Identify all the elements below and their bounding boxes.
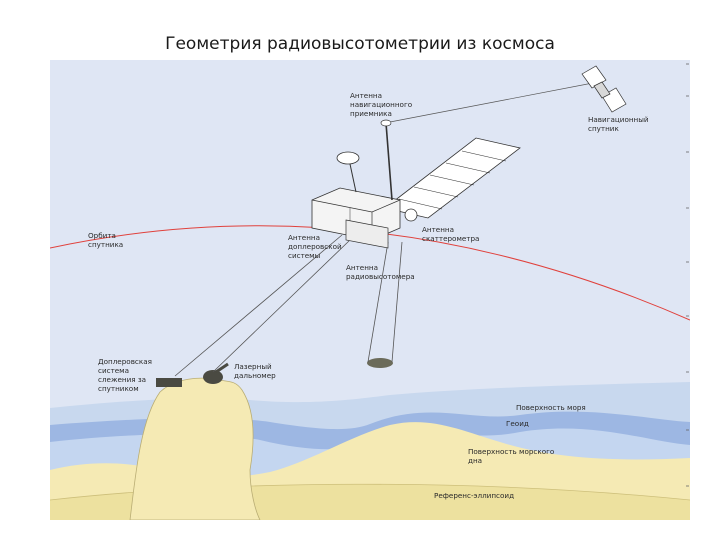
altimeter-footprint (367, 358, 393, 368)
laser-rangefinder (203, 370, 223, 384)
doppler-beam (174, 234, 343, 377)
altimeter-beam-right (391, 241, 403, 363)
label-nav-satellite: Навигационный спутник (588, 115, 651, 133)
label-geoid: Геоид (506, 419, 529, 428)
label-altimeter-antenna: Антенна радиовысотомера (346, 263, 415, 281)
dish-antenna (336, 151, 360, 165)
label-sea-floor: Поверхность морского дна (468, 447, 557, 465)
navigation-satellite (581, 65, 627, 113)
label-scatterometer-antenna: Антенна скаттерометра (422, 225, 479, 243)
doppler-station (156, 378, 182, 387)
slide-title: Геометрия радиовысотометрии из космоса (165, 34, 555, 54)
altimetry-satellite (311, 119, 521, 249)
altimeter-beam-left (367, 241, 389, 363)
diagram-canvas: Антенна навигационного приемника Навигац… (50, 60, 690, 520)
label-doppler-tracking-system: Доплеровская система слежения за спутник… (98, 357, 154, 393)
label-reference-ellipsoid: Референс-эллипсоид (434, 491, 514, 500)
nav-sat-body (593, 81, 611, 99)
nav-receiver-antenna (380, 119, 392, 127)
laser-beam (212, 239, 351, 373)
reference-ellipsoid-line (50, 483, 690, 501)
label-satellite-orbit: Орбита спутника (88, 231, 123, 249)
label-sea-surface: Поверхность моря (516, 403, 586, 412)
label-nav-receiver-antenna: Антенна навигационного приемника (350, 91, 414, 118)
laser-tube (215, 362, 229, 374)
altimetry-diagram: Антенна навигационного приемника Навигац… (50, 60, 690, 520)
nav-link (389, 81, 599, 123)
edge-ticks (686, 63, 689, 487)
nav-sat-panel-top (581, 65, 607, 89)
scatterometer-dish (404, 208, 418, 222)
label-doppler-antenna: Антенна доплеровской системы (288, 233, 344, 260)
antenna-mast (385, 122, 393, 201)
mountain (129, 377, 261, 520)
label-laser-rangefinder: Лазерный дальномер (234, 362, 276, 380)
